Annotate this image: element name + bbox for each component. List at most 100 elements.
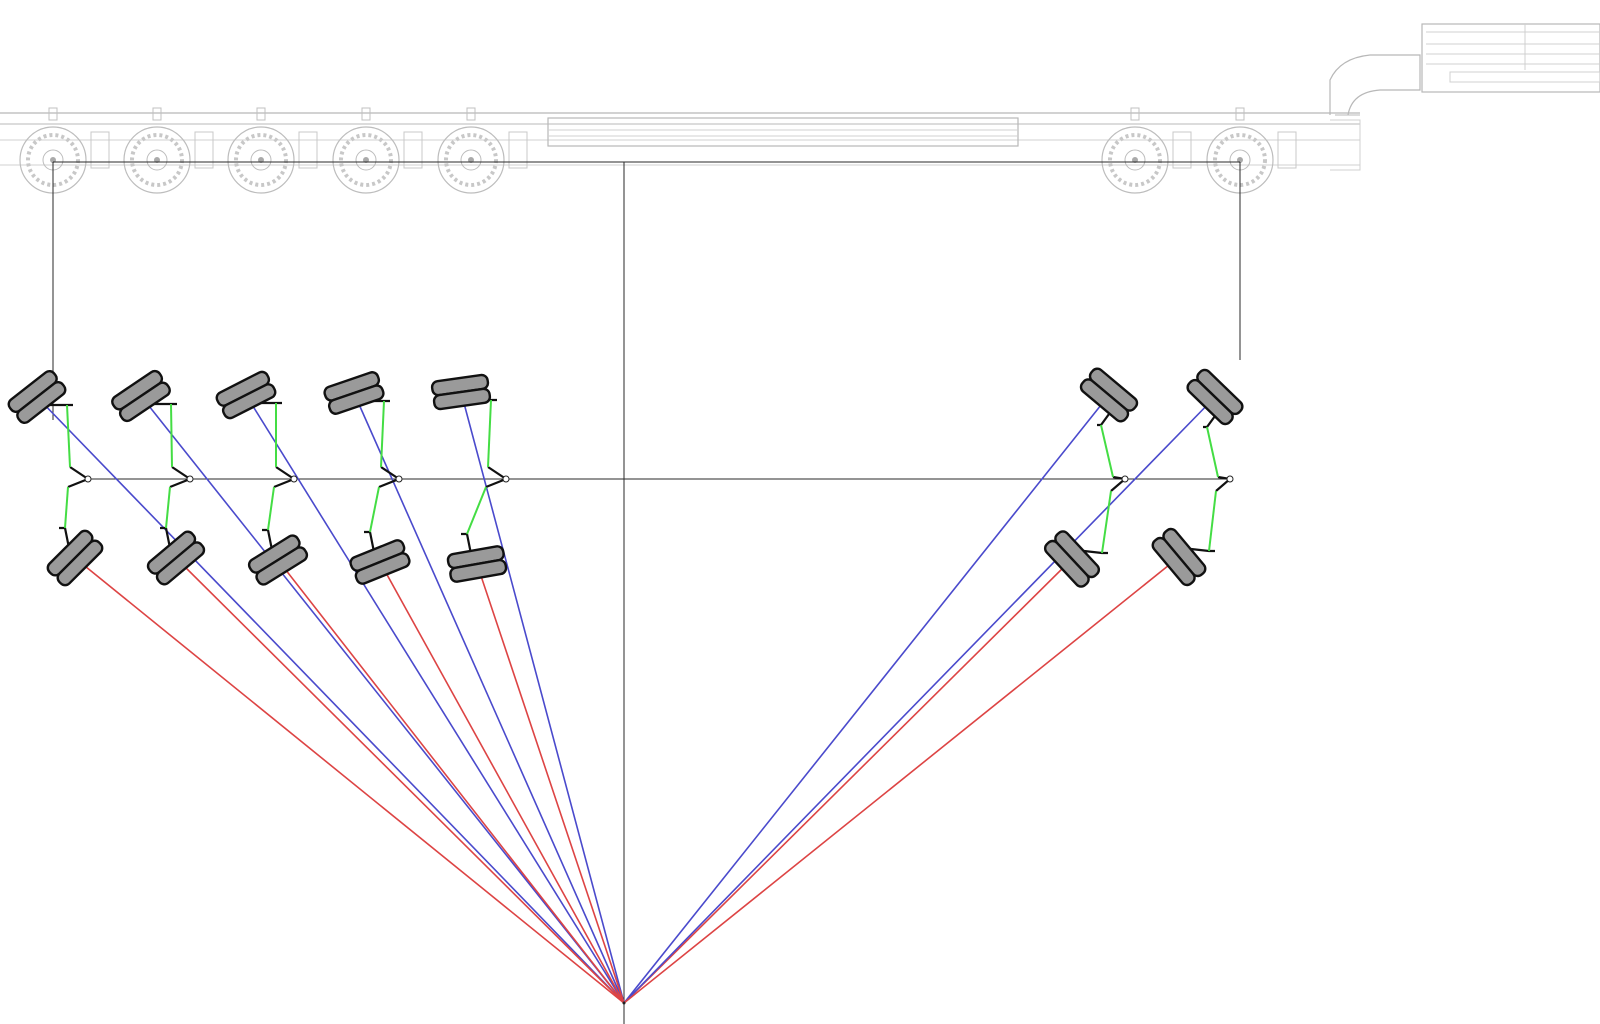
front-ray-line: [36, 396, 625, 1004]
suspension-block: [403, 131, 423, 169]
rear-ray-line: [379, 561, 625, 1004]
front-ray-line: [245, 394, 625, 1004]
side-wheel-hub: [355, 149, 377, 171]
side-wheel-tread: [130, 133, 184, 187]
rear-ray-line: [277, 559, 625, 1004]
tie-rod: [1101, 490, 1112, 554]
tire-icon: [354, 552, 411, 585]
axle-6-lower-tires: [1043, 530, 1101, 588]
steering-linkages: [45, 398, 1234, 555]
axle-1-upper-tires: [7, 369, 67, 425]
pivot-icon: [1121, 475, 1129, 483]
axle-2-lower-tires: [146, 530, 206, 586]
tire-icon: [16, 380, 67, 425]
tie-rod: [1208, 490, 1217, 552]
suspension-block: [194, 131, 214, 169]
front-ray-line: [460, 391, 625, 1004]
side-wheel-tread: [234, 133, 288, 187]
steering-link-icon: [67, 466, 91, 489]
construction-lines: [52, 161, 1241, 1024]
side-wheel-hub: [250, 149, 272, 171]
axle-1-lower-tires: [46, 529, 104, 587]
tie-rod: [1206, 426, 1219, 478]
front-ray-line: [623, 396, 1216, 1004]
steering-link-icon: [378, 466, 402, 489]
trailer-side-wheels: [19, 107, 1297, 194]
tire-icon: [1186, 378, 1234, 426]
tie-rod: [66, 404, 71, 468]
axle-post: [1235, 107, 1245, 121]
tie-rod: [380, 400, 385, 468]
turning-rays: [36, 391, 1216, 1004]
side-wheel-tread: [26, 133, 80, 187]
rear-ray-line: [74, 557, 625, 1004]
steering-link-icon: [169, 466, 193, 489]
front-ray-line: [140, 395, 625, 1004]
steering-link-icon: [485, 466, 509, 489]
side-wheel-tread: [1108, 133, 1162, 187]
tie-rod: [487, 399, 492, 468]
trailer-side-view: [0, 23, 1600, 194]
pivot-icon: [84, 475, 92, 483]
tire-icon: [155, 541, 206, 586]
rear-ray-line: [623, 556, 1180, 1004]
rear-ray-line: [175, 557, 625, 1004]
axle-post: [361, 107, 371, 121]
axle-post: [1130, 107, 1140, 121]
side-wheel-hub: [146, 149, 168, 171]
axle-7-upper-tires: [1186, 368, 1244, 426]
side-wheel: [227, 126, 295, 194]
rear-ray-line: [476, 563, 625, 1004]
axle-2-upper-tires: [111, 369, 171, 423]
pivot-icon: [1226, 475, 1234, 483]
axle-7-lower-tires: [1151, 527, 1207, 587]
tire-icon: [1043, 539, 1090, 588]
side-wheel: [437, 126, 505, 194]
side-wheel-hub: [460, 149, 482, 171]
side-wheel-hub: [1124, 149, 1146, 171]
tie-rod: [1100, 424, 1114, 478]
side-wheel: [332, 126, 400, 194]
suspension-block: [90, 131, 110, 169]
tire-icon: [449, 558, 508, 583]
axle-3-lower-tires: [247, 534, 309, 586]
turning-center-icon: [622, 1001, 626, 1005]
tie-rod: [170, 403, 173, 468]
rear-ray-line: [623, 558, 1073, 1004]
side-wheel: [123, 126, 191, 194]
tire-icon: [255, 546, 309, 586]
tire-icon: [327, 384, 385, 415]
tire-icon: [1151, 536, 1196, 587]
tire-pairs: [7, 367, 1244, 588]
tie-rod: [165, 486, 171, 529]
side-wheel: [1101, 126, 1169, 194]
tire-icon: [1079, 378, 1130, 423]
axle-4-lower-tires: [349, 539, 411, 585]
side-wheel-tread: [1213, 133, 1267, 187]
tire-icon: [118, 381, 171, 423]
pivot-icon: [186, 475, 194, 483]
tire-icon: [432, 387, 492, 411]
suspension-block: [508, 131, 528, 169]
tie-rod: [267, 486, 275, 531]
axle-post: [48, 107, 58, 121]
axle-4-upper-tires: [323, 371, 385, 415]
suspension-block: [1172, 131, 1192, 169]
axle-5-upper-tires: [430, 373, 492, 411]
axle-6-upper-tires: [1079, 367, 1139, 423]
suspension-block: [298, 131, 318, 169]
side-wheel-tread: [339, 133, 393, 187]
side-wheel-tread: [444, 133, 498, 187]
axle-3-upper-tires: [215, 370, 277, 420]
tire-icon: [221, 383, 277, 420]
axle-post: [466, 107, 476, 121]
tie-rod: [64, 486, 69, 529]
front-ray-line: [353, 392, 625, 1004]
pivot-icon: [290, 475, 298, 483]
pivot-icon: [395, 475, 403, 483]
axle-5-lower-tires: [446, 545, 508, 583]
tie-rod: [466, 486, 487, 535]
axle-post: [256, 107, 266, 121]
steering-link-icon: [273, 466, 297, 489]
